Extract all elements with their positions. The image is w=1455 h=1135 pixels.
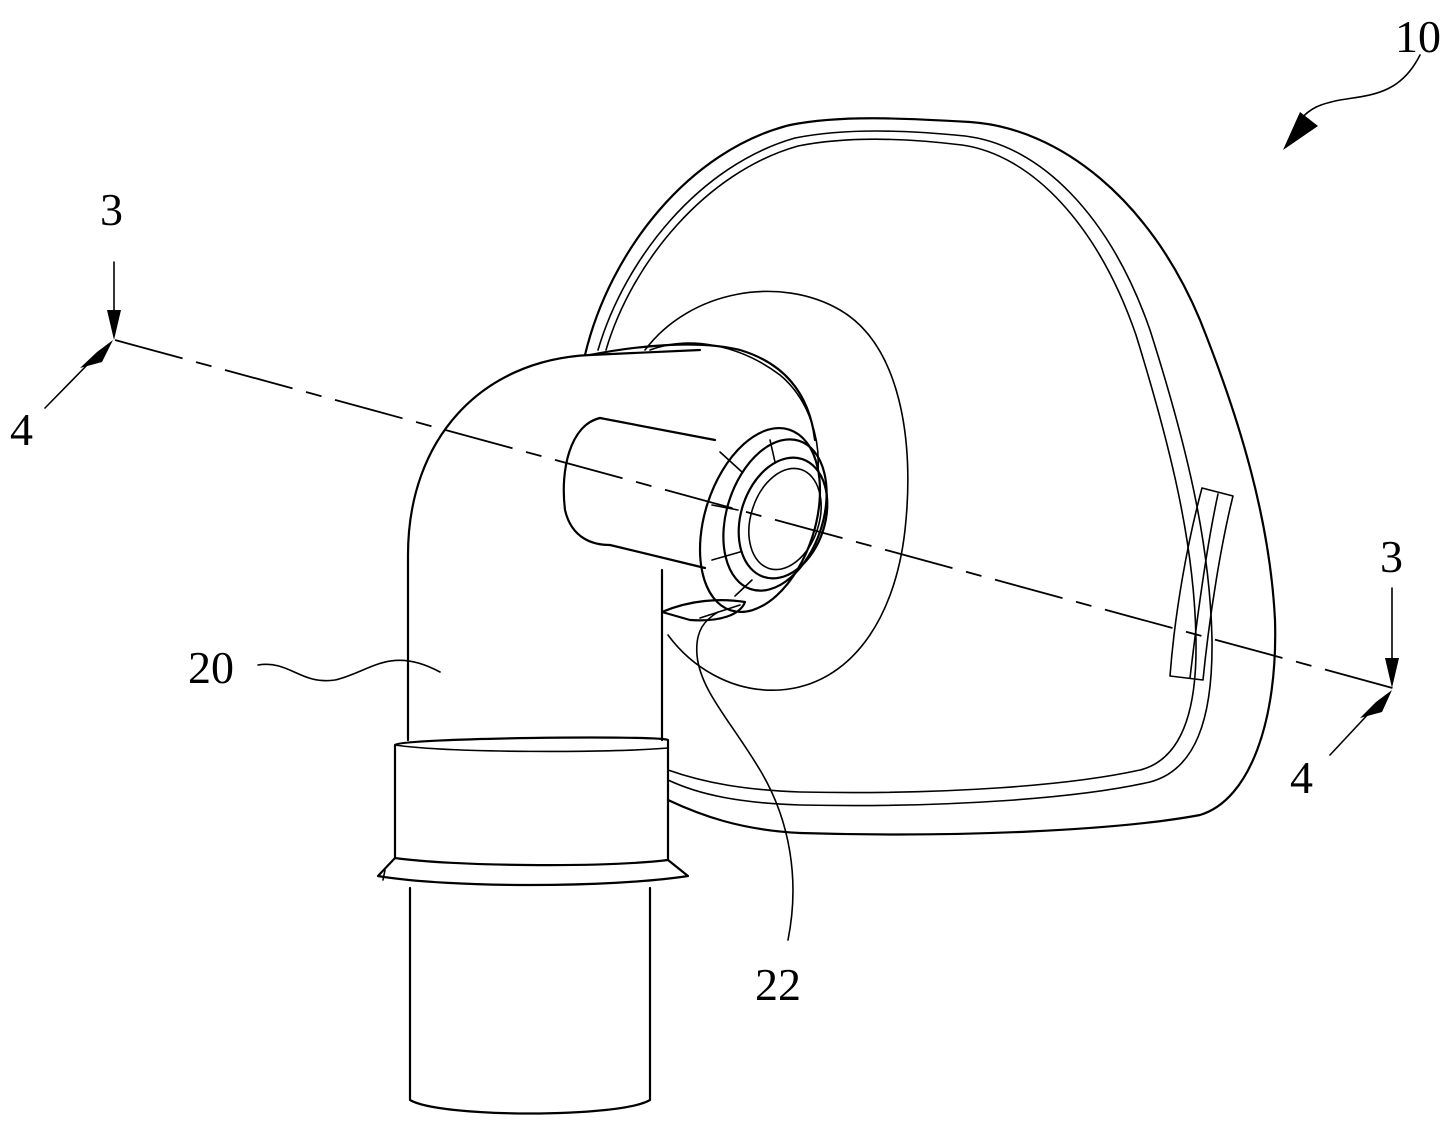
leader-20	[258, 660, 440, 680]
elbow-tube	[378, 345, 815, 1114]
leader-22	[697, 612, 793, 940]
exhaust-port	[650, 343, 845, 627]
label-section-4-left: 4	[10, 404, 33, 455]
leader-10	[1283, 55, 1420, 150]
label-section-3-left: 3	[100, 184, 123, 235]
label-port-22: 22	[755, 959, 801, 1010]
label-section-4-right: 4	[1290, 752, 1313, 803]
section-marker-left	[45, 262, 121, 408]
label-elbow-20: 20	[188, 642, 234, 693]
vent-slot	[1170, 488, 1233, 680]
label-section-3-right: 3	[1380, 531, 1403, 582]
section-marker-right	[1330, 588, 1399, 755]
mask-shell	[585, 118, 1275, 834]
label-assembly-10: 10	[1395, 11, 1441, 62]
